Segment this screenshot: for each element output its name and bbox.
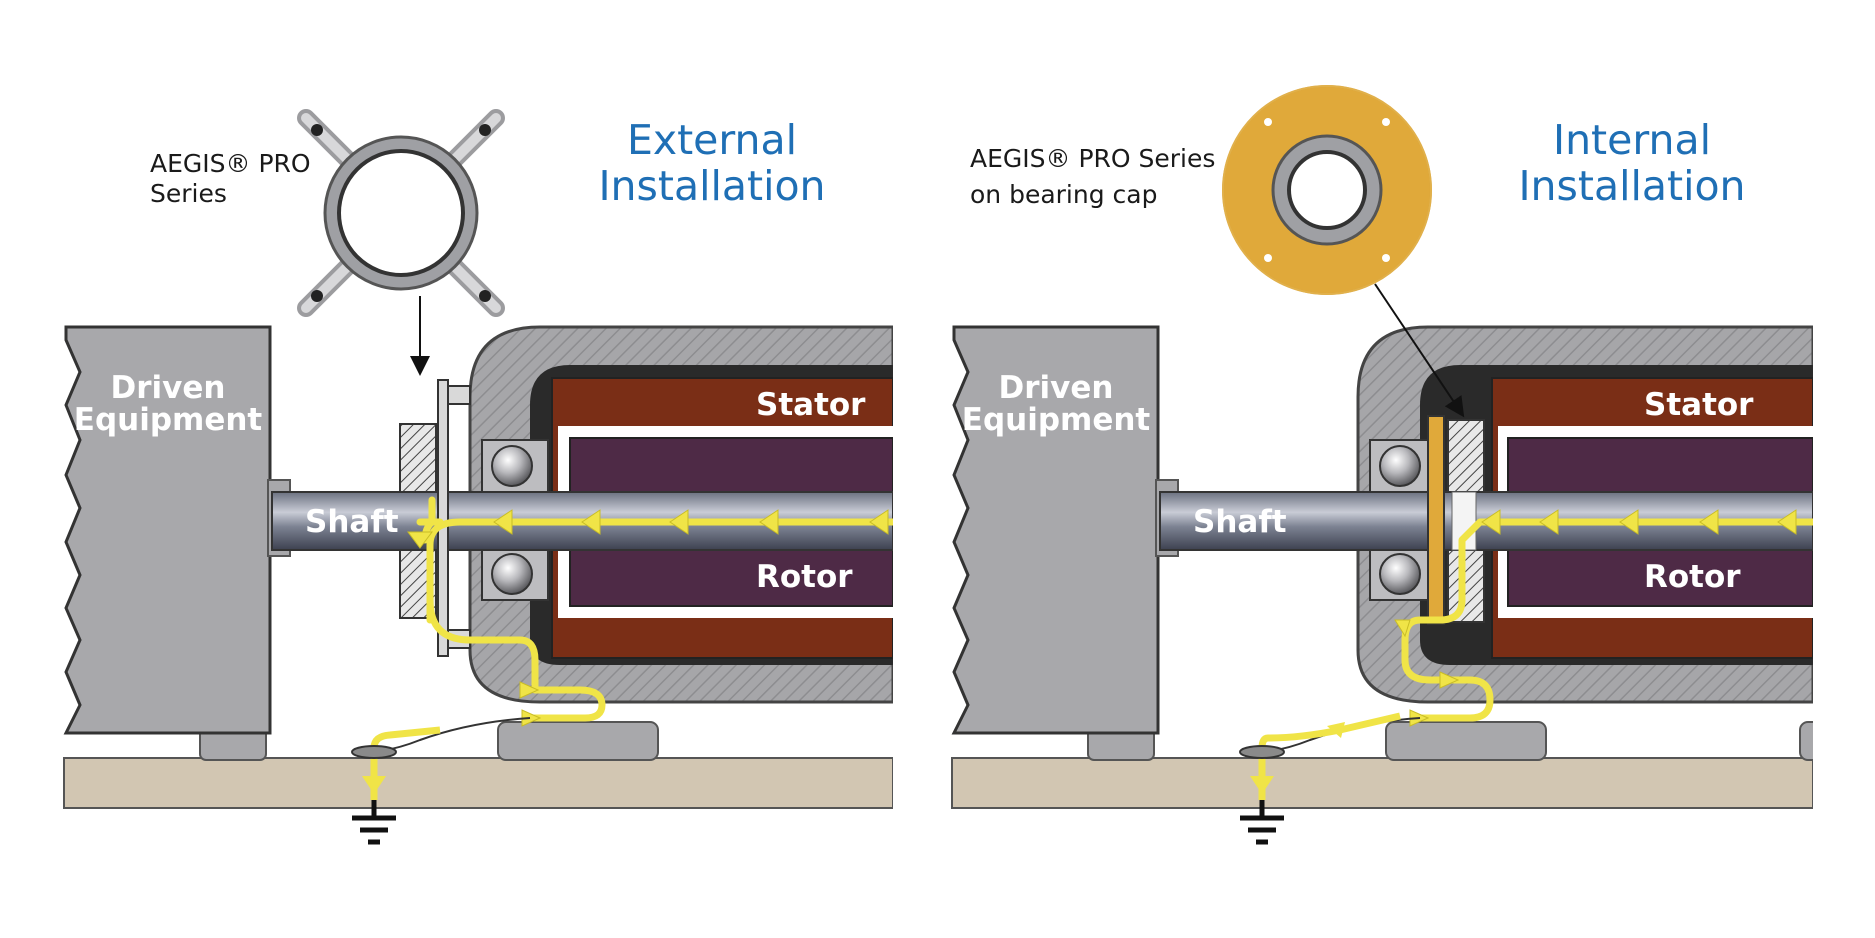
aegis-pro-bearing-cap-product: [1222, 85, 1432, 295]
bearing-cap: [1427, 415, 1445, 625]
arrow-icon: [1539, 509, 1559, 535]
arrow-icon: [669, 509, 689, 535]
floor: [951, 757, 1813, 809]
arrow-icon: [1481, 509, 1501, 535]
driven-equipment-block: [951, 325, 1160, 735]
arrow-icon: [493, 509, 513, 535]
title-line1: Internal: [1553, 116, 1711, 164]
shaft-label: Shaft: [1193, 504, 1287, 540]
rotor-label: Rotor: [1644, 559, 1741, 595]
stator-label: Stator: [756, 387, 866, 423]
motor-foot: [497, 721, 659, 761]
floor: [63, 757, 893, 809]
motor-foot: [1799, 721, 1813, 761]
arrow-icon: [1777, 509, 1797, 535]
ball-bearing-icon: [491, 445, 533, 487]
arrow-icon: [407, 531, 433, 549]
current-arrows: [407, 509, 889, 727]
caption-line1: AEGIS® PRO Series: [970, 144, 1215, 173]
caption-line2: on bearing cap: [970, 180, 1157, 209]
caption-line2: Series: [150, 179, 227, 208]
external-installation-panel: External Installation AEGIS® PRO Series …: [63, 109, 893, 845]
caption-line1: AEGIS® PRO: [150, 149, 311, 178]
ball-bearing-icon: [1379, 445, 1421, 487]
current-path: [1401, 518, 1813, 722]
arrow-icon: [581, 509, 601, 535]
driven-label-line1: Driven: [999, 370, 1114, 406]
arrow-icon: [1619, 509, 1639, 535]
internal-installation-panel: Internal Installation AEGIS® PRO Series …: [951, 85, 1813, 845]
driven-label-line1: Driven: [111, 370, 226, 406]
shaft-label: Shaft: [305, 504, 399, 540]
aegis-pro-ring-product: [297, 109, 505, 317]
arrow-icon: [519, 681, 540, 699]
driven-label-line2: Equipment: [962, 402, 1151, 438]
ball-bearing-icon: [1379, 553, 1421, 595]
ground-symbol-icon: [1240, 800, 1284, 845]
rotor-label: Rotor: [756, 559, 853, 595]
arrow-icon: [1439, 671, 1460, 689]
arrow-icon: [869, 509, 889, 535]
title-line1: External: [627, 116, 797, 164]
stator-label: Stator: [1644, 387, 1754, 423]
driven-label-line2: Equipment: [74, 402, 263, 438]
driven-equipment-block: [63, 325, 272, 735]
arrow-icon: [1327, 722, 1345, 738]
ball-bearing-icon: [491, 553, 533, 595]
arrow-icon: [362, 776, 386, 794]
arrow-icon: [1699, 509, 1719, 535]
pointer-arrow: [1374, 283, 1465, 418]
title-line2: Installation: [598, 162, 825, 210]
motor-foot: [1385, 721, 1547, 761]
arrow-icon: [1250, 776, 1274, 794]
ground-symbol-icon: [352, 800, 396, 845]
title-line2: Installation: [1518, 162, 1745, 210]
arrow-icon: [1394, 619, 1411, 638]
arrow-icon: [759, 509, 779, 535]
